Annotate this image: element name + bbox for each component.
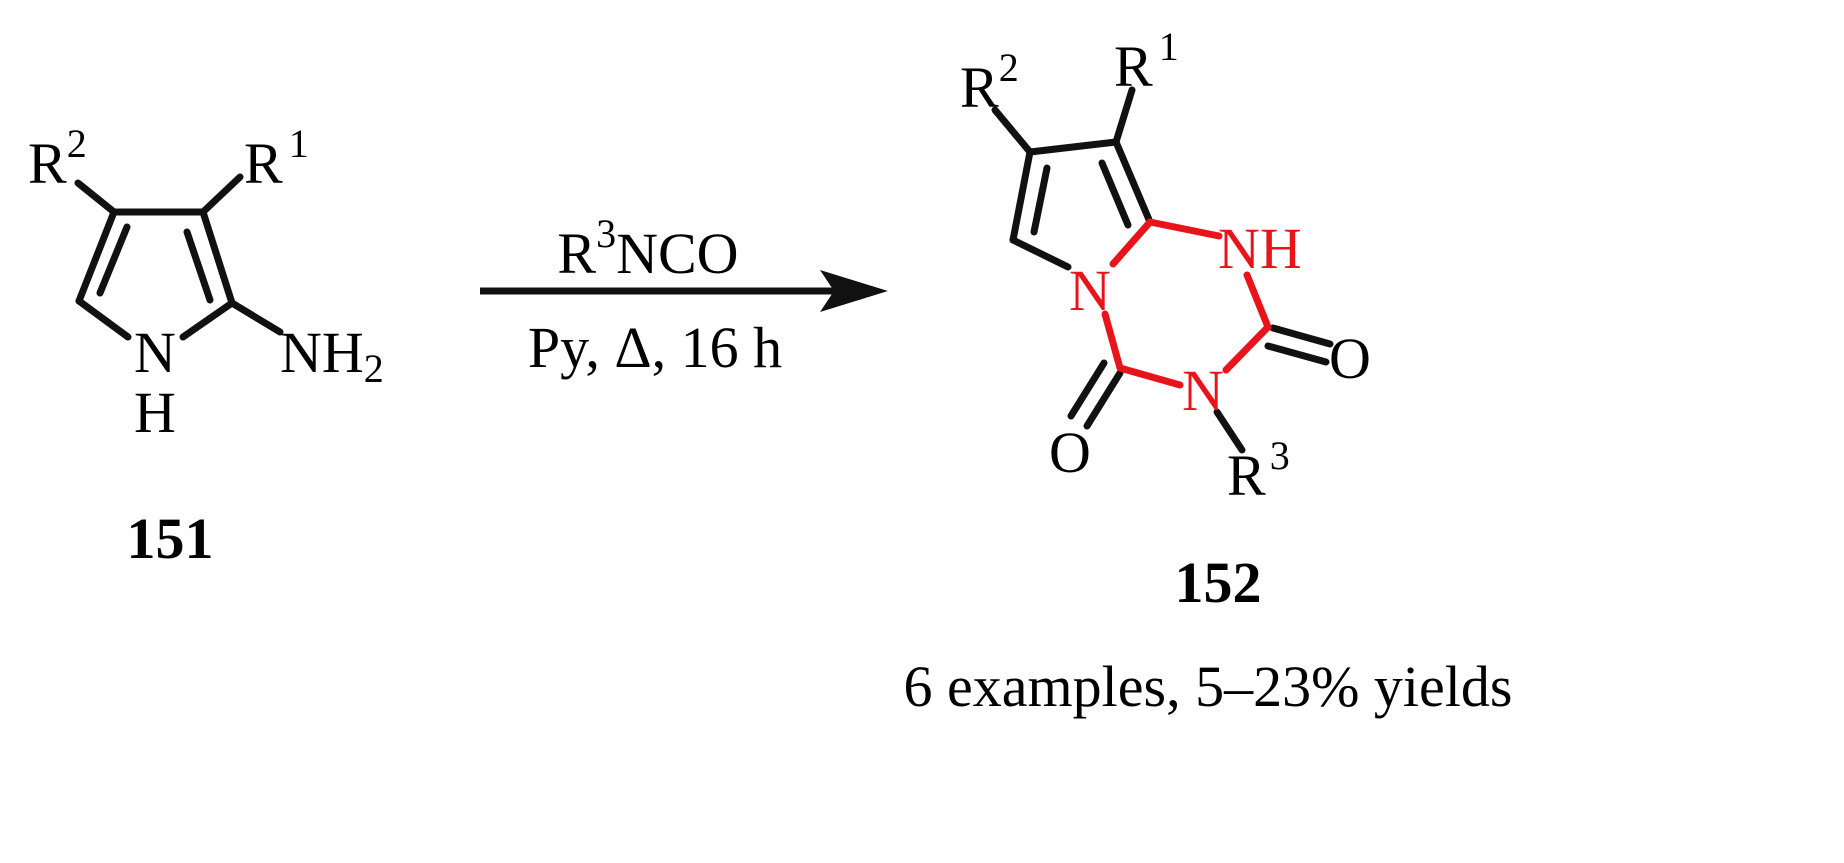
reactant-151-structure bbox=[74, 173, 284, 341]
bond-n-r3 bbox=[1213, 408, 1246, 454]
bond-c3-r1 bbox=[199, 173, 244, 216]
bond-c2-n1 bbox=[179, 299, 236, 341]
bond-c-o-left bbox=[1083, 369, 1124, 430]
bond-c2-nh2 bbox=[228, 299, 284, 336]
bond-c5-c4-double bbox=[96, 223, 131, 297]
bond-c5-c4 bbox=[75, 208, 118, 305]
product-o-left-label: O bbox=[1049, 420, 1091, 485]
reactant-ring-h-label: H bbox=[134, 380, 176, 445]
bond-c4-r2 bbox=[74, 179, 118, 216]
compound-number-151: 151 bbox=[127, 506, 214, 571]
bond-c7a-nh bbox=[1146, 218, 1223, 240]
bond-c-o-left-double bbox=[1067, 359, 1108, 420]
product-152-structure bbox=[991, 86, 1334, 454]
product-ring-n-label: N bbox=[1069, 258, 1111, 323]
bond-c7a-n4 bbox=[1109, 218, 1154, 268]
compound-number-152: 152 bbox=[1175, 550, 1262, 615]
product-n3-label: N bbox=[1182, 358, 1224, 423]
bond-nh-c bbox=[1243, 271, 1272, 331]
reagent-label: R3NCO bbox=[557, 211, 738, 286]
bond-c7-c7a-double bbox=[1098, 159, 1132, 229]
reactant-ring-n-label: N bbox=[134, 320, 176, 385]
bond-c-n3 bbox=[1222, 323, 1272, 374]
product-o-right-label: O bbox=[1329, 326, 1371, 391]
bond-c3-c2-double bbox=[183, 228, 214, 304]
bond-c-n4 bbox=[1101, 310, 1124, 372]
product-r2-label: R2 bbox=[960, 45, 1019, 120]
bond-c7-c7a bbox=[1112, 138, 1154, 226]
bond-c3-c2 bbox=[199, 208, 236, 307]
product-nh-label: NH bbox=[1218, 216, 1302, 281]
bond-c5-c6 bbox=[1009, 148, 1034, 244]
bond-c-o-right bbox=[1269, 324, 1334, 348]
conditions-label: Py, Δ, 16 h bbox=[528, 315, 782, 380]
reactant-r2-label: R2 bbox=[28, 121, 87, 196]
yield-note: 6 examples, 5–23% yields bbox=[904, 654, 1513, 719]
bond-c5-c6-double bbox=[1030, 164, 1051, 236]
bond-c6-r2 bbox=[991, 106, 1034, 156]
bond-n3-c bbox=[1116, 364, 1184, 389]
arrow-head bbox=[820, 270, 888, 312]
bond-c5-n4 bbox=[1009, 236, 1072, 271]
bond-n1-c5 bbox=[75, 297, 132, 341]
bond-c6-c7 bbox=[1026, 138, 1120, 156]
reaction-arrow bbox=[480, 270, 888, 312]
bond-c-o-right-double bbox=[1264, 342, 1330, 366]
bond-c7-r1 bbox=[1112, 86, 1136, 146]
reactant-amine-label: NH2 bbox=[280, 320, 384, 391]
